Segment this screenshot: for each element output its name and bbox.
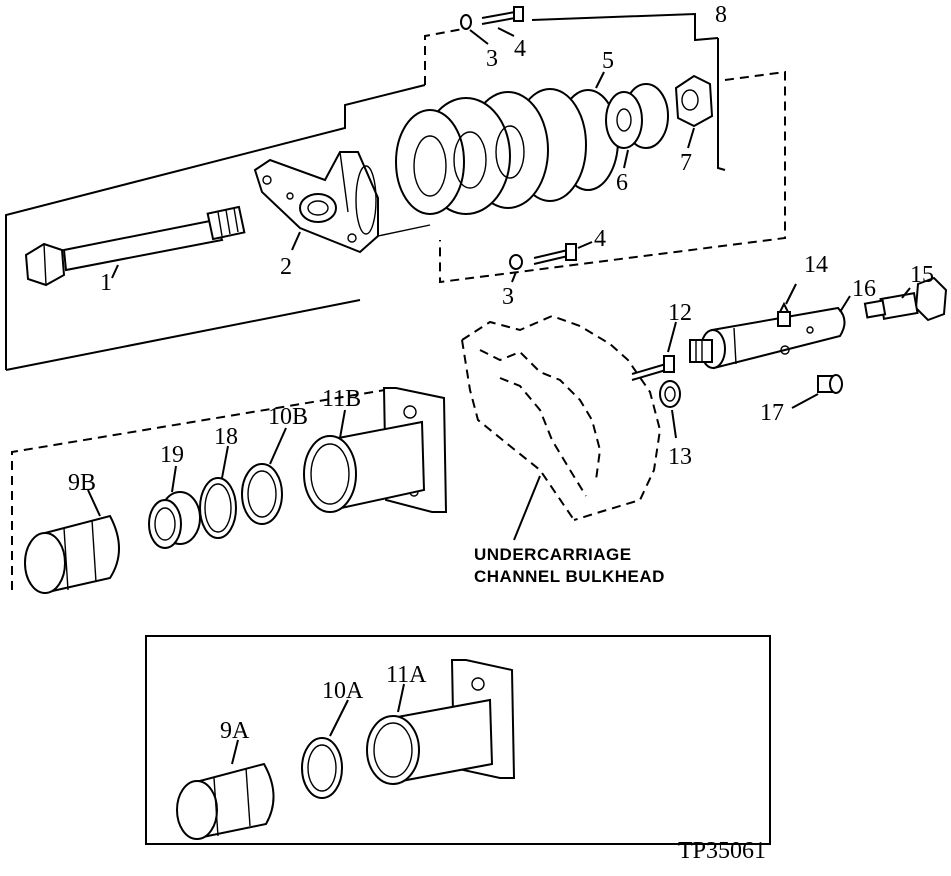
lower-assembly-outline — [11, 389, 386, 590]
fitting-part-15 — [863, 276, 948, 322]
bulkhead-annotation: UNDERCARRIAGE CHANNEL BULKHEAD — [474, 545, 665, 586]
nut-part-7 — [674, 74, 714, 149]
channel-bulkhead-outline — [461, 314, 662, 541]
callout-10a: 10A — [322, 678, 364, 704]
callout-9a: 9A — [220, 718, 250, 744]
callout-4-top: 4 — [514, 36, 526, 62]
callout-1: 1 — [100, 270, 112, 296]
callout-labels: 1 2 3 4 3 4 5 6 7 8 9B 19 18 10B 11B 12 … — [68, 2, 934, 744]
annotation-line-1: UNDERCARRIAGE — [474, 545, 632, 564]
callout-11a: 11A — [386, 662, 427, 688]
spring-part-5 — [395, 71, 619, 215]
ring-part-18 — [199, 445, 237, 539]
bolt-part-1 — [24, 205, 246, 287]
callout-5: 5 — [602, 48, 614, 74]
callout-4-bottom: 4 — [594, 226, 606, 252]
callout-15: 15 — [910, 262, 934, 288]
callout-18: 18 — [214, 424, 238, 450]
callout-14: 14 — [804, 252, 828, 278]
callout-8: 8 — [715, 2, 727, 28]
bracket-part-2 — [253, 151, 431, 254]
bushing-part-9b — [24, 489, 120, 594]
seal-part-19 — [148, 465, 201, 549]
callout-16: 16 — [852, 276, 876, 302]
callout-19: 19 — [160, 442, 184, 468]
washer-screw-top — [460, 6, 524, 45]
ring-part-10b — [241, 427, 287, 525]
callout-9b: 9B — [68, 470, 96, 496]
washer-screw-bottom — [509, 241, 593, 283]
sleeve-part-11b — [303, 387, 448, 513]
spacer-part-6 — [605, 83, 669, 169]
bolt-part-12 — [631, 321, 677, 381]
callout-6: 6 — [616, 170, 628, 196]
callout-7: 7 — [680, 150, 692, 176]
adjuster-body-part-16 — [689, 295, 851, 370]
callout-10b: 10B — [268, 404, 308, 430]
callout-12: 12 — [668, 300, 692, 326]
callout-17: 17 — [760, 400, 784, 426]
inset-variant-a — [145, 635, 771, 845]
callout-11b: 11B — [322, 386, 361, 412]
callout-2: 2 — [280, 254, 292, 280]
plug-part-17 — [791, 374, 843, 409]
annotation-line-2: CHANNEL BULKHEAD — [474, 567, 665, 586]
callout-13: 13 — [668, 444, 692, 470]
fitting-part-14 — [777, 283, 797, 327]
callout-3-top: 3 — [486, 46, 498, 72]
upper-assembly-outline — [5, 12, 786, 371]
figure-id: TP35061 — [678, 838, 766, 864]
callout-3-bottom: 3 — [502, 284, 514, 310]
washer-part-13 — [659, 380, 681, 439]
